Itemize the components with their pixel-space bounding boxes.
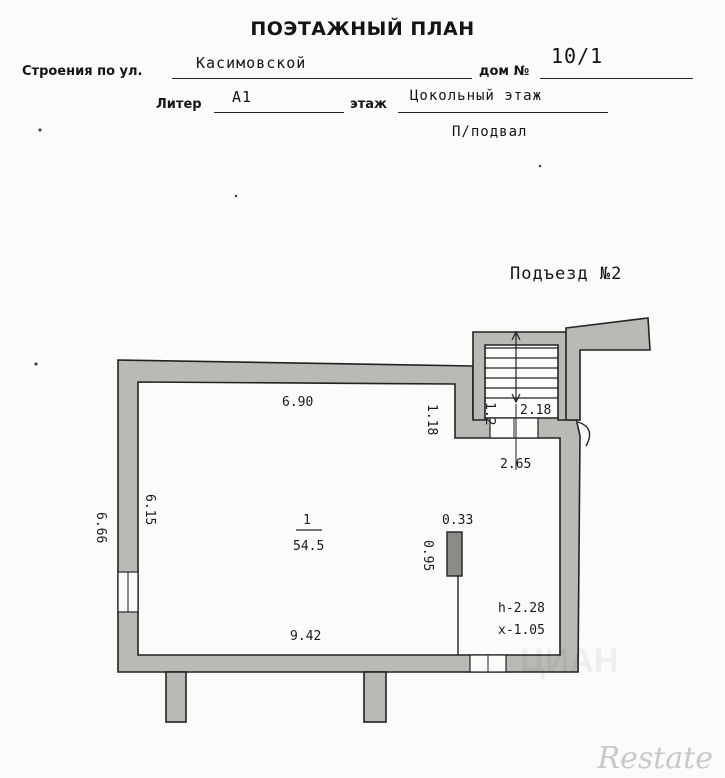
floor-label: этаж	[350, 97, 387, 112]
dim-left-inner: 6.15	[142, 494, 157, 525]
liter-line	[214, 92, 344, 113]
entrance-label: Подъезд №2	[510, 264, 623, 284]
house-value: 10/1	[551, 44, 604, 68]
dim-bottom-wall: 9.42	[290, 629, 321, 644]
restate-watermark: Restate	[597, 741, 714, 776]
floor-line	[398, 92, 608, 113]
column	[446, 531, 463, 577]
dim-stair-width: 2.18	[520, 403, 551, 418]
floor-value: Цокольный этаж	[410, 88, 543, 104]
house-line	[540, 58, 693, 79]
right-wing-wall	[565, 317, 651, 421]
dim-passage-width: 2.65	[500, 457, 531, 472]
room-area: 54.5	[293, 539, 324, 554]
dim-left-outer: 6.66	[93, 512, 108, 543]
bottom-pier-left	[165, 671, 187, 723]
door-swing	[577, 421, 591, 447]
dim-stair-small: 1.2	[482, 402, 497, 425]
dim-step-height: 1.18	[424, 404, 439, 435]
house-label: дом №	[479, 64, 530, 79]
street-value: Касимовской	[196, 54, 307, 72]
room-number: 1	[303, 513, 311, 528]
street-label: Строения по ул.	[22, 64, 143, 79]
street-line	[172, 58, 472, 79]
liter-label: Литер	[156, 97, 202, 112]
stairs	[485, 330, 558, 404]
dim-column-width: 0.33	[442, 513, 473, 528]
dim-ceiling-height: h-2.28	[498, 601, 545, 616]
bottom-pier-right	[363, 671, 387, 723]
dim-column-height: 0.95	[420, 540, 435, 571]
dim-top-wall: 6.90	[282, 395, 313, 410]
ghost-watermark: ЦИАН	[520, 642, 619, 680]
liter-value: А1	[232, 88, 253, 106]
floor-note: П/подвал	[452, 124, 528, 140]
page-title: ПОЭТАЖНЫЙ ПЛАН	[250, 18, 475, 40]
walls	[117, 317, 651, 723]
dim-ceiling-x: x-1.05	[498, 623, 545, 638]
